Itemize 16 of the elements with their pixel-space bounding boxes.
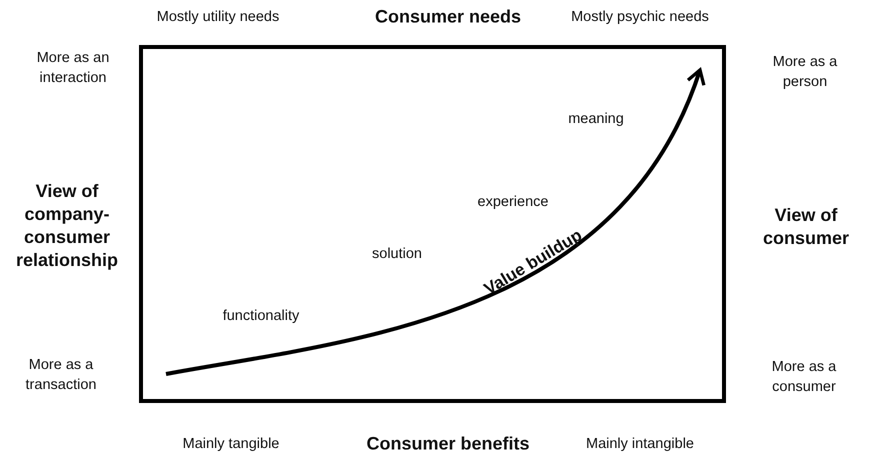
stage-label: functionality [222,307,300,326]
stage-label: solution [372,245,422,264]
axis-label: More as a person [772,53,838,92]
axis-title: View of consumer [762,204,850,250]
axis-label: Mainly intangible [586,435,694,454]
axis-label: More as a transaction [24,356,98,395]
stage-label: experience [478,193,548,212]
stage-label: meaning [568,110,624,129]
axis-label: Mostly utility needs [156,8,280,27]
axis-label: More as a consumer [770,358,838,397]
axis-label: Mainly tangible [182,435,280,454]
axis-title: Consumer needs [374,6,522,28]
axis-label: Mostly psychic needs [571,8,709,27]
axis-title: View of company-consumer relationship [14,180,119,272]
axis-title: Consumer benefits [366,432,530,456]
axis-label: More as an interaction [36,49,110,88]
